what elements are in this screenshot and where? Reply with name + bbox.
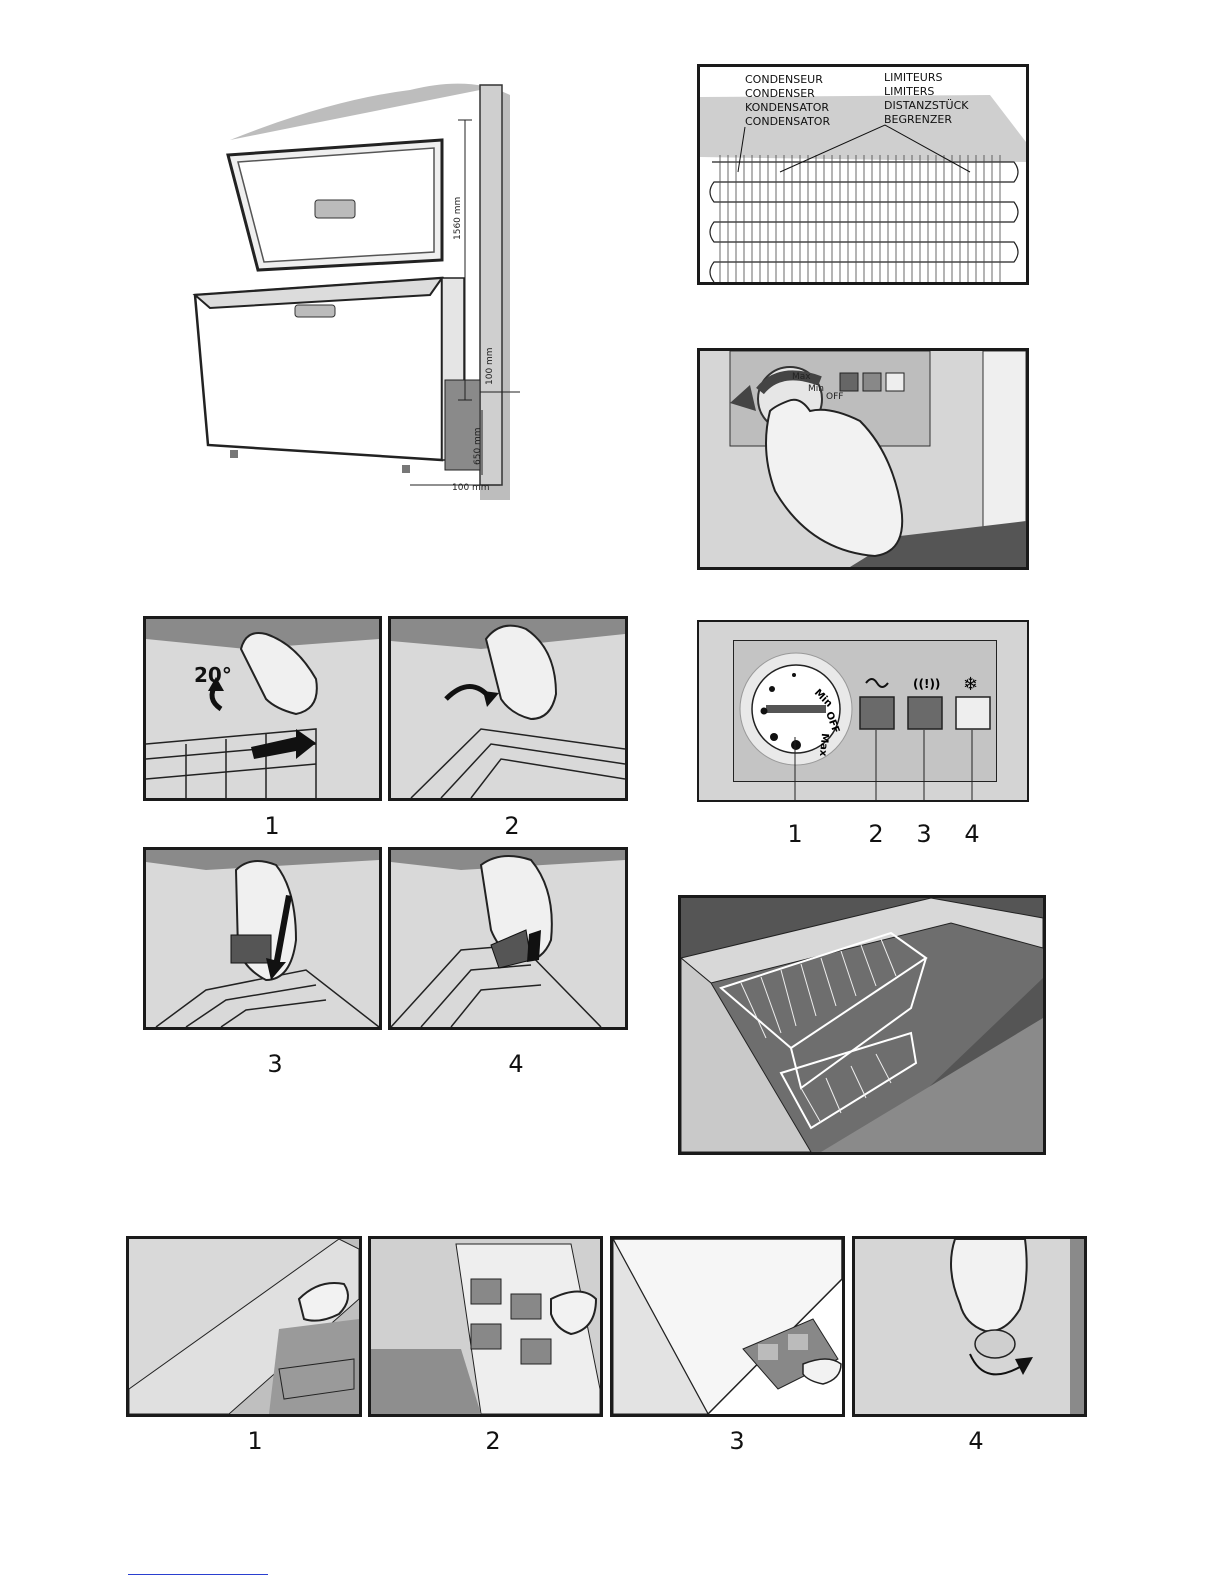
- control-callout-4: 4: [952, 820, 992, 848]
- thermostat-adjust-illustration: Min Max OFF: [697, 348, 1029, 570]
- basket-step-1-drawing: [146, 619, 379, 798]
- basket-step-1-frame: 20°: [143, 616, 382, 801]
- control-panel-leader-lines: [699, 622, 1027, 800]
- condenser-label-en: CONDENSER: [745, 87, 830, 101]
- basket-step-2-drawing: [391, 619, 625, 798]
- top-clearance-dimension: 100 mm: [485, 347, 495, 385]
- installation-illustration: 1560 mm 100 mm 650 mm 100 mm: [180, 80, 530, 500]
- basket-step-number-2: 2: [492, 812, 532, 840]
- control-callout-3: 3: [904, 820, 944, 848]
- baskets-in-freezer-illustration: [678, 895, 1046, 1155]
- basket-step-2-frame: [388, 616, 628, 801]
- condenser-label-fr: CONDENSEUR: [745, 73, 830, 87]
- condenser-label-de: KONDENSATOR: [745, 101, 830, 115]
- control-panel-diagram: Min OFF Max ((!)) ❄: [697, 620, 1029, 802]
- baskets-drawing: [681, 898, 1043, 1152]
- basket-step-4-frame: [388, 847, 628, 1030]
- condenser-diagram: CONDENSEUR CONDENSER KONDENSATOR CONDENS…: [697, 64, 1029, 285]
- defrost-step-3-frame: [610, 1236, 845, 1417]
- dial-min-label: Min: [808, 384, 824, 394]
- height-dimension: 1560 mm: [453, 197, 463, 240]
- basket-step-number-3: 3: [255, 1050, 295, 1078]
- defrost-step-4-frame: [852, 1236, 1087, 1417]
- control-callout-2: 2: [856, 820, 896, 848]
- defrost-step-number-4: 4: [956, 1427, 996, 1455]
- condenser-label-nl: CONDENSATOR: [745, 115, 830, 129]
- dial-off-label: OFF: [826, 392, 843, 402]
- defrost-step-2-drawing: [371, 1239, 600, 1414]
- defrost-step-number-1: 1: [235, 1427, 275, 1455]
- defrost-step-1-drawing: [129, 1239, 359, 1414]
- chest-freezer-drawing: 1560 mm 100 mm 650 mm 100 mm: [180, 80, 530, 500]
- defrost-step-number-2: 2: [473, 1427, 513, 1455]
- condenser-label-group: CONDENSEUR CONDENSER KONDENSATOR CONDENS…: [745, 73, 830, 129]
- thermostat-hand-drawing: Min Max OFF: [700, 351, 1026, 567]
- bottom-clearance-dimension: 100 mm: [452, 483, 490, 493]
- defrost-step-2-frame: [368, 1236, 603, 1417]
- side-clearance-dimension: 650 mm: [473, 427, 483, 465]
- footer-rule: [128, 1574, 268, 1575]
- limiter-label-fr: LIMITEURS: [884, 71, 969, 85]
- defrost-step-number-3: 3: [717, 1427, 757, 1455]
- basket-step-4-drawing: [391, 850, 625, 1027]
- dial-max-label: Max: [792, 372, 811, 382]
- defrost-step-1-frame: [126, 1236, 362, 1417]
- limiter-label-de: DISTANZSTÜCK: [884, 99, 969, 113]
- limiter-label-group: LIMITEURS LIMITERS DISTANZSTÜCK BEGRENZE…: [884, 71, 969, 127]
- basket-step-3-frame: [143, 847, 382, 1030]
- basket-step-number-4: 4: [496, 1050, 536, 1078]
- basket-step-number-1: 1: [252, 812, 292, 840]
- rotation-angle-label: 20°: [194, 663, 232, 687]
- limiter-label-nl: BEGRENZER: [884, 113, 969, 127]
- control-callout-1: 1: [775, 820, 815, 848]
- basket-step-3-drawing: [146, 850, 379, 1027]
- defrost-step-4-drawing: [855, 1239, 1084, 1414]
- defrost-step-3-drawing: [613, 1239, 842, 1414]
- limiter-label-en: LIMITERS: [884, 85, 969, 99]
